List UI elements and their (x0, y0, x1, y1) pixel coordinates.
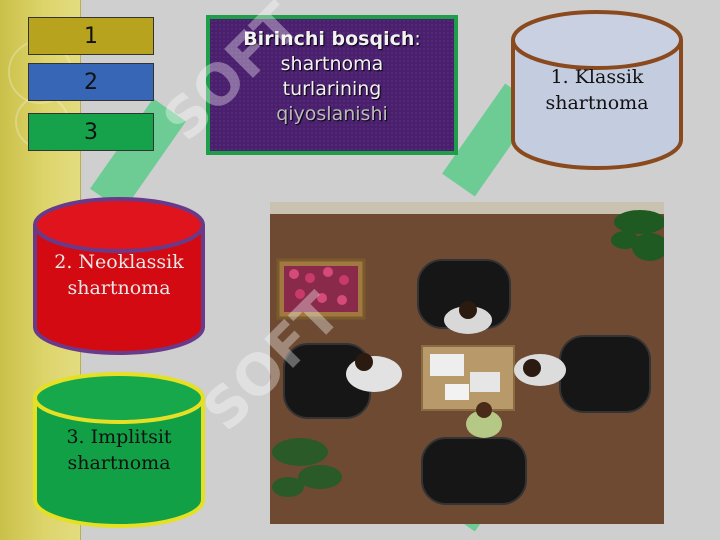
cylinder-label: 2. Neoklassik shartnoma (54, 251, 184, 299)
flower-planter (276, 258, 366, 320)
cylinder-neoklassik[interactable]: 2. Neoklassik shartnoma (32, 195, 206, 357)
slide-title-box: Birinchi bosqich: shartnoma turlarining … (206, 15, 458, 155)
plant (272, 438, 342, 497)
cylinder-label: 1. Klassik shartnoma (545, 66, 649, 114)
person (514, 354, 566, 386)
number-box-2[interactable]: 2 (28, 63, 154, 101)
paper (445, 384, 469, 400)
cylinder-implitsit[interactable]: 3. Implitsit shartnoma (32, 370, 206, 530)
cylinder-klassik[interactable]: 1. Klassik shartnoma (510, 8, 684, 172)
title-line-4: qiyoslanishi (276, 103, 388, 125)
title-line-3: turlarining (282, 78, 382, 100)
title-bold: Birinchi bosqich (243, 28, 415, 50)
cylinder-shape (511, 10, 683, 170)
number-label: 2 (84, 69, 98, 95)
paper (430, 354, 464, 376)
cylinder-shape (33, 197, 205, 355)
plant (611, 210, 664, 261)
person (466, 402, 502, 438)
paper (470, 372, 500, 392)
number-box-3[interactable]: 3 (28, 113, 154, 151)
armchair (421, 437, 527, 505)
cylinder-label: 3. Implitsit shartnoma (66, 426, 172, 474)
number-label: 3 (84, 119, 98, 145)
title-colon: : (414, 28, 421, 50)
armchair (559, 335, 651, 413)
title-line-2: shartnoma (280, 53, 384, 75)
person (444, 301, 492, 334)
cylinder-shape (33, 372, 205, 528)
person (346, 353, 402, 392)
meeting-photo (270, 202, 664, 524)
number-box-1[interactable]: 1 (28, 17, 154, 55)
number-label: 1 (84, 23, 98, 49)
title-line-1: Birinchi bosqich: (210, 27, 454, 52)
